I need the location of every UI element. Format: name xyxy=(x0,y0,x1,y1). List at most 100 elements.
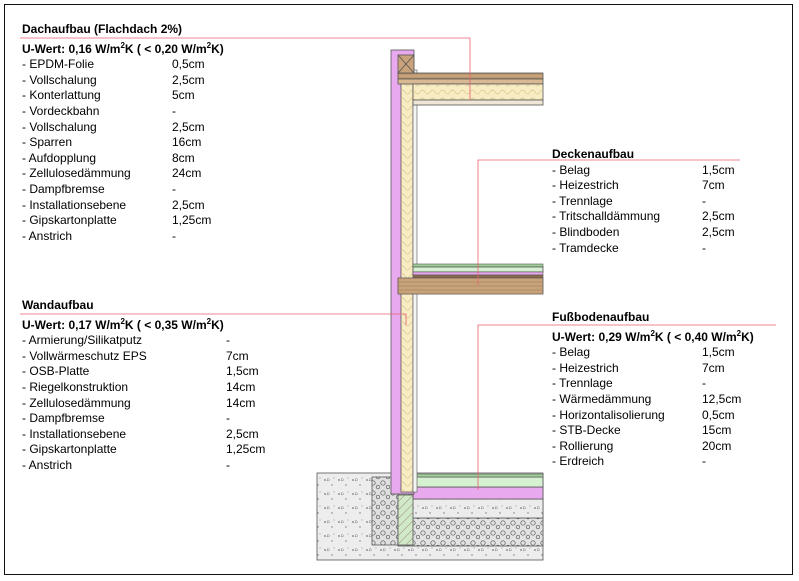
layer-name: - Belag xyxy=(552,162,591,177)
layer-name: - Trennlage xyxy=(552,376,613,391)
layer-thickness: 2,5cm xyxy=(702,209,735,224)
layer-row: - Vollschalung 2,5cm xyxy=(22,120,224,136)
layer-name: - Zellulosedämmung xyxy=(22,166,131,181)
layer-row: - Tritschalldämmung 2,5cm xyxy=(552,209,735,225)
layer-name: - OSB-Platte xyxy=(22,364,90,379)
floor-spec: Fußbodenaufbau U-Wert: 0,29 W/m2K ( < 0,… xyxy=(552,310,754,470)
layer-name: - Anstrich xyxy=(22,457,73,472)
roof-board-2 xyxy=(397,78,544,85)
layer-thickness: - xyxy=(226,333,230,348)
layer-name: - Blindboden xyxy=(552,224,620,239)
layer-name: - Vollschalung xyxy=(22,72,97,87)
layer-thickness: 24cm xyxy=(172,166,202,181)
layer-row: - Trennlage - xyxy=(552,194,735,210)
layer-name: - Tramdecke xyxy=(552,240,619,255)
layer-thickness: - xyxy=(702,376,706,391)
layer-row: - Dampfbremse - xyxy=(22,182,224,198)
layer-row: - Installationsebene 2,5cm xyxy=(22,427,265,443)
wall-layer-list: - Armierung/Silikatputz-- Vollwärmeschut… xyxy=(22,333,265,473)
layer-thickness: 7cm xyxy=(226,348,249,363)
layer-thickness: 1,25cm xyxy=(226,442,266,457)
layer-thickness: - xyxy=(702,193,706,208)
layer-thickness: - xyxy=(172,181,176,196)
layer-row: - Riegelkonstruktion 14cm xyxy=(22,380,265,396)
layer-name: - EPDM-Folie xyxy=(22,57,95,72)
ceiling-spec: Deckenaufbau - Belag 1,5cm - Heizestrich 7c… xyxy=(552,147,735,256)
layer-name: - Erdreich xyxy=(552,454,605,469)
layer-name: - Gipskartonplatte xyxy=(22,213,117,228)
roof-ceiling-board xyxy=(412,99,544,106)
wall-title: Wandaufbau xyxy=(22,298,94,312)
layer-name: - Belag xyxy=(552,345,591,360)
layer-name: - Tritschalldämmung xyxy=(552,209,661,224)
layer-thickness: - xyxy=(702,240,706,255)
layer-name: - Rollierung xyxy=(552,438,614,453)
layer-row: - Horizontalisolierung 0,5cm xyxy=(552,408,754,424)
layer-thickness: 16cm xyxy=(172,135,202,150)
roof-title: Dachaufbau (Flachdach 2%) xyxy=(22,22,183,36)
layer-thickness: - xyxy=(172,228,176,243)
layer-name: - Installationsebene xyxy=(22,197,127,212)
layer-row: - Anstrich- xyxy=(22,458,265,474)
roof-uwert: U-Wert: 0,16 W/m2K ( < 0,20 W/m2K) xyxy=(22,40,224,56)
ceiling-leader xyxy=(477,159,740,285)
layer-row: - Rollierung 20cm xyxy=(552,439,754,455)
roof-spec: Dachaufbau (Flachdach 2%) U-Wert: 0,16 W… xyxy=(22,22,224,244)
layer-name: - Riegelkonstruktion xyxy=(22,379,129,394)
layer-thickness: 2,5cm xyxy=(226,426,259,441)
layer-name: - Konterlattung xyxy=(22,88,101,103)
layer-name: - Installationsebene xyxy=(22,426,127,441)
layer-thickness: 5cm xyxy=(172,88,195,103)
layer-name: - Vollschalung xyxy=(22,119,97,134)
roof-leader xyxy=(20,37,471,100)
floor-title: Fußbodenaufbau xyxy=(552,310,650,324)
layer-thickness: 2,5cm xyxy=(702,224,735,239)
layer-thickness: 0,5cm xyxy=(702,407,735,422)
layer-row: - Heizestrich 7cm xyxy=(552,178,735,194)
layer-thickness: 7cm xyxy=(702,178,725,193)
layer-thickness: 1,5cm xyxy=(702,162,735,177)
layer-thickness: 0,5cm xyxy=(172,57,205,72)
layer-row: - Konterlattung 5cm xyxy=(22,88,224,104)
layer-name: - Vordeckbahn xyxy=(22,103,100,118)
layer-thickness: 12,5cm xyxy=(702,391,742,406)
layer-name: - Wärmedämmung xyxy=(552,391,652,406)
layer-thickness: 14cm xyxy=(226,379,256,394)
layer-row: - Tramdecke - xyxy=(552,241,735,257)
drawing-frame xyxy=(4,4,793,575)
layer-name: - Dampfbremse xyxy=(22,181,105,196)
ceiling-title: Deckenaufbau xyxy=(552,147,635,161)
layer-row: - Wärmedämmung 12,5cm xyxy=(552,392,754,408)
layer-row: - Vordeckbahn- xyxy=(22,104,224,120)
layer-row: - Armierung/Silikatputz- xyxy=(22,333,265,349)
layer-thickness: 7cm xyxy=(702,360,725,375)
wall-leader xyxy=(20,313,407,325)
layer-name: - Heizestrich xyxy=(552,178,619,193)
layer-name: - Aufdopplung xyxy=(22,150,97,165)
layer-name: - Trennlage xyxy=(552,193,613,208)
layer-row: - Blindboden 2,5cm xyxy=(552,225,735,241)
layer-row: - Zellulosedämmung 24cm xyxy=(22,166,224,182)
layer-name: - Sparren xyxy=(22,135,73,150)
layer-name: - Horizontalisolierung xyxy=(552,407,665,422)
wall-uwert: U-Wert: 0,17 W/m2K ( < 0,35 W/m2K) xyxy=(22,316,224,332)
layer-thickness: 2,5cm xyxy=(172,72,205,87)
layer-thickness: 1,5cm xyxy=(226,364,259,379)
wall-spec: Wandaufbau U-Wert: 0,17 W/m2K ( < 0,35 W… xyxy=(22,298,265,474)
floor-uwert: U-Wert: 0,29 W/m2K ( < 0,40 W/m2K) xyxy=(552,328,754,344)
layer-thickness: 20cm xyxy=(702,438,732,453)
layer-thickness: 2,5cm xyxy=(172,119,205,134)
